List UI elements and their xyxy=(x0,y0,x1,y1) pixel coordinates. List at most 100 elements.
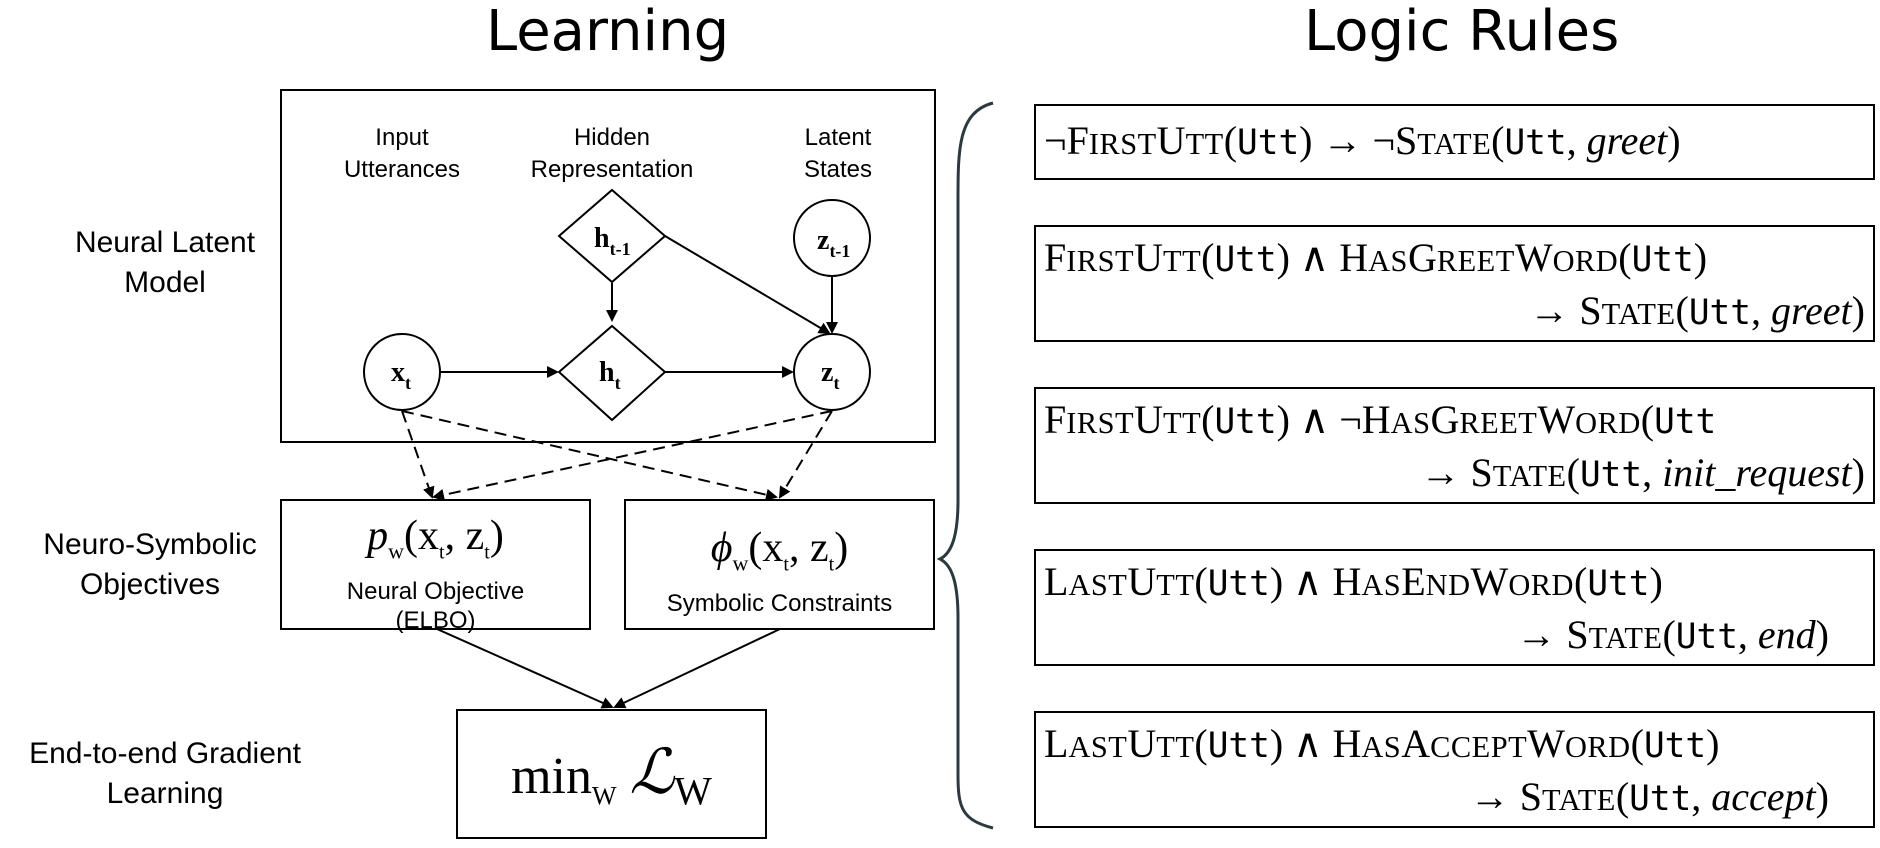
rule-token: ) ∧ xyxy=(1276,235,1340,280)
column-label-input-utterances: Input Utterances xyxy=(322,122,482,186)
rule-token: Utt xyxy=(1629,779,1692,819)
node-h-diamond xyxy=(557,324,667,422)
rule-token: , xyxy=(1691,774,1712,819)
objective-args: ) xyxy=(489,513,504,559)
rule-token: TATE xyxy=(1417,127,1492,161)
rule-token: E xyxy=(1401,559,1426,604)
rule-token: ) xyxy=(1851,450,1865,495)
rule-token: AST xyxy=(1068,730,1128,764)
rule-token: REET xyxy=(1436,244,1515,278)
rule-token: TT xyxy=(1156,730,1195,764)
objective-args: , z xyxy=(788,525,829,571)
rule-token: ) → ¬ xyxy=(1299,118,1396,163)
column-label-line: Input xyxy=(375,124,429,151)
row-label-neuro-symbolic-objectives: Neuro-Symbolic Objectives xyxy=(0,525,300,605)
rule-token: ( xyxy=(1662,612,1676,657)
neural-objective-caption: Neural Objective xyxy=(346,578,525,606)
objective-sub: t xyxy=(828,553,835,576)
rule-token: ORD xyxy=(1508,568,1574,602)
node-h-prev-label: ht-1 xyxy=(594,223,631,259)
edge-neural-to-loss xyxy=(436,628,614,709)
rule-token: ) xyxy=(1815,612,1829,657)
symbolic-constraints-caption: Symbolic Constraints xyxy=(666,590,893,618)
symbolic-constraints-formula: ϕw(xt, zt) xyxy=(626,523,933,589)
rule-token: AS xyxy=(1368,244,1408,278)
rule-token: AS xyxy=(1361,568,1402,602)
rule-token: L xyxy=(1044,559,1069,604)
rule-token: Utt xyxy=(1675,617,1738,657)
rule-token: ) xyxy=(1667,118,1681,163)
rule-token: H xyxy=(1332,559,1362,604)
rule-token: ) ∧ xyxy=(1269,559,1333,604)
node-x-circle xyxy=(363,333,441,411)
rule-token: ND xyxy=(1425,568,1471,602)
rule-token: ( xyxy=(1566,450,1580,495)
rule-token: TATE xyxy=(1601,297,1676,331)
rule-token: A xyxy=(1401,721,1431,766)
rule-line: LASTUTT(Utt) ∧ HASACCEPTWORD(Utt) xyxy=(1044,719,1865,772)
rule-box: LASTUTT(Utt) ∧ HASENDWORD(Utt) → STATE(U… xyxy=(1034,549,1875,666)
row-label-line: Learning xyxy=(106,777,224,810)
rule-line: → STATE(Utt, greet) xyxy=(1044,286,1865,339)
rule-token: H xyxy=(1361,397,1391,442)
rule-token: IRST xyxy=(1066,244,1135,278)
rule-box: LASTUTT(Utt) ∧ HASACCEPTWORD(Utt) → STAT… xyxy=(1034,711,1875,828)
rule-token: H xyxy=(1332,721,1362,766)
rule-line: → STATE(Utt, end) xyxy=(1044,610,1865,663)
edge-x-to-neural-objective xyxy=(401,410,435,499)
rule-token: TT xyxy=(1163,406,1202,440)
objective-sub: t xyxy=(484,541,490,564)
rule-box: FIRSTUTT(Utt) ∧ ¬HASGREETWORD(Utt → STAT… xyxy=(1034,387,1875,504)
rule-token: AST xyxy=(1068,568,1128,602)
rule-token: W xyxy=(1527,721,1565,766)
rule-token: U xyxy=(1134,235,1163,280)
rule-token: → xyxy=(1469,774,1520,819)
neural-objective-box: pw(xt, zt) Neural Objective (ELBO) xyxy=(280,499,591,634)
rule-token: U xyxy=(1134,397,1163,442)
brace xyxy=(936,101,994,830)
column-label-latent-states: Latent States xyxy=(778,122,898,186)
rule-token: TT xyxy=(1185,127,1224,161)
rule-token: S xyxy=(1566,612,1589,657)
rule-line: ¬FIRSTUTT(Utt) → ¬STATE(Utt, greet) xyxy=(1044,116,1865,169)
rule-token: , xyxy=(1566,118,1587,163)
rule-token: ) xyxy=(1851,288,1865,333)
objective-function: ϕ xyxy=(710,525,733,571)
rule-token: F xyxy=(1066,118,1089,163)
rule-token: ¬ xyxy=(1044,118,1067,163)
rule-box: FIRSTUTT(Utt) ∧ HASGREETWORD(Utt) → STAT… xyxy=(1034,225,1875,342)
rule-token: ) xyxy=(1693,235,1708,280)
objective-args: ) xyxy=(834,525,849,571)
objective-sub: t xyxy=(783,553,789,576)
rule-token: ( xyxy=(1491,118,1505,163)
rule-token: ( xyxy=(1223,118,1238,163)
rule-token: U xyxy=(1156,118,1186,163)
row-label-line: Model xyxy=(124,266,206,299)
rule-line: LASTUTT(Utt) ∧ HASENDWORD(Utt) xyxy=(1044,557,1865,610)
edge-z-to-neural-objective xyxy=(432,410,833,501)
rule-token: TT xyxy=(1156,568,1195,602)
rule-token: Utt xyxy=(1207,726,1270,766)
rule-token: S xyxy=(1519,774,1542,819)
rule-token: ( xyxy=(1194,721,1208,766)
rule-token: accept xyxy=(1711,774,1816,819)
rule-box: ¬FIRSTUTT(Utt) → ¬STATE(Utt, greet) xyxy=(1034,104,1875,180)
edge-x-to-symbolic-constraints xyxy=(401,410,778,501)
column-label-line: Utterances xyxy=(343,156,461,183)
column-label-line: Latent xyxy=(804,124,872,151)
objective-args: , z xyxy=(444,513,485,559)
rule-token: Utt xyxy=(1688,293,1751,333)
rule-line: FIRSTUTT(Utt) ∧ ¬HASGREETWORD(Utt xyxy=(1044,395,1865,448)
rule-token: , xyxy=(1642,450,1663,495)
row-label-line: Objectives xyxy=(79,568,221,601)
rule-token: F xyxy=(1044,397,1067,442)
rule-token: S xyxy=(1395,118,1418,163)
rule-token: ( xyxy=(1618,235,1632,280)
rule-token: Utt xyxy=(1587,564,1650,604)
rule-token: ( xyxy=(1201,235,1215,280)
rule-token: L xyxy=(1044,721,1069,766)
edge-z-to-symbolic-constraints xyxy=(778,410,833,499)
rule-token: U xyxy=(1127,721,1157,766)
rule-token: IRST xyxy=(1088,127,1157,161)
rule-token: Utt xyxy=(1214,402,1277,442)
